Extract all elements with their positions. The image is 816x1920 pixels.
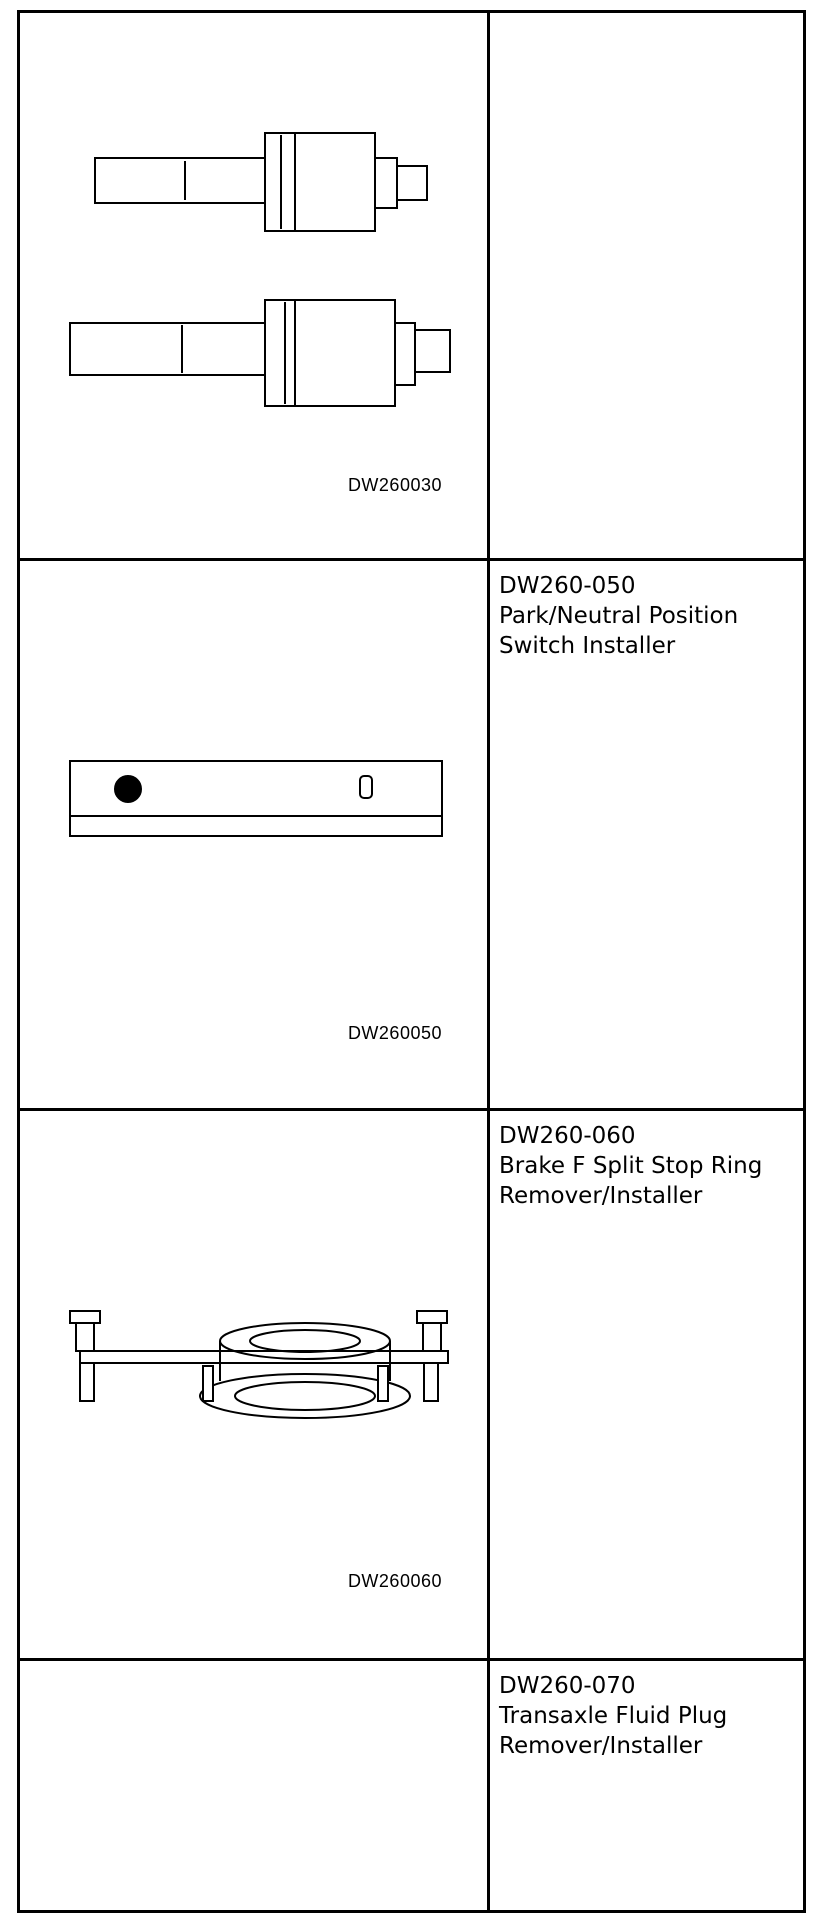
tool-illustration-cell (20, 1661, 490, 1910)
tool-number: DW260-060 (499, 1123, 636, 1149)
special-tools-table: DW260030 DW260050 DW260-050 Park/Neutral… (17, 10, 806, 1913)
image-code: DW260060 (347, 1571, 442, 1591)
tool-illustration-cell: DW260030 (20, 13, 490, 558)
table-row: DW260030 (20, 13, 803, 561)
tool-number: DW260-070 (499, 1673, 636, 1699)
image-code: DW260050 (347, 1023, 442, 1043)
table-row: DW260050 DW260-050 Park/Neutral Position… (20, 561, 803, 1111)
table-row: DW260-070 Transaxle Fluid Plug Remover/I… (20, 1661, 803, 1910)
tool-name-line: Transaxle Fluid Plug (499, 1703, 728, 1729)
tool-name-line: Remover/Installer (499, 1733, 703, 1759)
stop-ring-tool-drawing (69, 1310, 449, 1419)
tool-description-cell: DW260-070 Transaxle Fluid Plug Remover/I… (490, 1661, 803, 1910)
table-row: DW260060 DW260-060 Brake F Split Stop Ri… (20, 1111, 803, 1661)
tool-name-line: Remover/Installer (499, 1183, 703, 1209)
tool-illustration-cell: DW260050 (20, 561, 490, 1108)
switch-installer-drawing (69, 760, 443, 837)
tool-name-line: Park/Neutral Position (499, 603, 739, 629)
tool-description-cell: DW260-060 Brake F Split Stop Ring Remove… (490, 1111, 803, 1658)
tool-description-cell (490, 13, 803, 558)
tool-number: DW260-050 (499, 573, 636, 599)
tool-description-cell: DW260-050 Park/Neutral Position Switch I… (490, 561, 803, 1108)
tool-name-line: Switch Installer (499, 633, 676, 659)
tool-name-line: Brake F Split Stop Ring (499, 1153, 763, 1179)
tool-illustration-cell: DW260060 (20, 1111, 490, 1658)
image-code: DW260030 (347, 475, 442, 495)
installer-pair-drawing (69, 132, 451, 407)
